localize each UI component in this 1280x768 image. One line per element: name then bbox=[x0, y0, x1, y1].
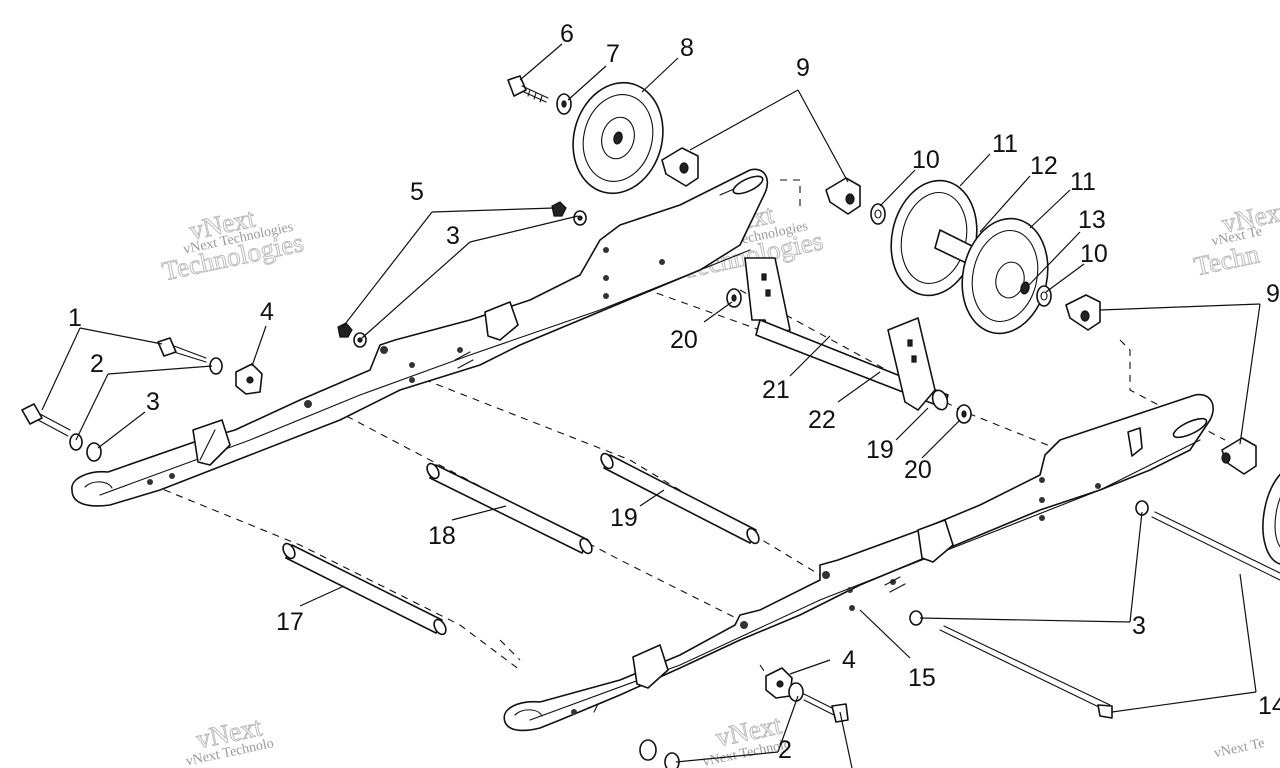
callout-3: 3 bbox=[146, 388, 160, 416]
callout-13: 13 bbox=[1078, 206, 1106, 234]
callout-17: 17 bbox=[276, 608, 304, 636]
spacer-9-right bbox=[1065, 294, 1101, 331]
washer-3-right bbox=[909, 500, 1149, 626]
leader-lines bbox=[41, 43, 1261, 768]
callout-10: 10 bbox=[912, 146, 940, 174]
callout-6: 6 bbox=[560, 20, 574, 48]
cross-shaft-17 bbox=[282, 542, 447, 636]
callout-5: 5 bbox=[410, 178, 424, 206]
washer-10-right bbox=[1036, 285, 1052, 307]
callout-15: 15 bbox=[908, 664, 936, 692]
long-bolt-14 bbox=[939, 511, 1280, 719]
watermark-left-bottom: vNext vNext Technolo bbox=[185, 711, 276, 768]
washer-7 bbox=[556, 93, 572, 115]
callout-8: 8 bbox=[680, 34, 694, 62]
cross-shaft-19 bbox=[600, 452, 760, 545]
callout-3: 3 bbox=[446, 222, 460, 250]
callout-20: 20 bbox=[670, 326, 698, 354]
callout-11: 11 bbox=[992, 130, 1018, 158]
callout-9: 9 bbox=[1266, 280, 1280, 308]
idler-wheel-partial-right bbox=[1262, 464, 1280, 566]
suspension-arm bbox=[744, 257, 949, 411]
bracket-4-left bbox=[235, 363, 263, 395]
bolt-1-top bbox=[157, 337, 223, 375]
washer-10-left bbox=[870, 203, 886, 225]
callout-19: 19 bbox=[866, 436, 894, 464]
cross-shaft-18 bbox=[426, 462, 593, 555]
idler-wheel-11-right bbox=[961, 217, 1049, 335]
callout-11: 11 bbox=[1070, 168, 1096, 196]
nut-5-left bbox=[337, 322, 367, 348]
bolt-1-bottom bbox=[21, 403, 102, 462]
watermark-right-top: vNext Techn vNext Te bbox=[1191, 195, 1280, 282]
left-slide-rail bbox=[71, 168, 769, 507]
callout-22: 22 bbox=[808, 406, 836, 434]
callout-20: 20 bbox=[904, 456, 932, 484]
callout-4: 4 bbox=[260, 298, 274, 326]
watermark-right-bottom: vNext Te bbox=[1213, 736, 1266, 761]
callout-10: 10 bbox=[1080, 240, 1108, 268]
bolt-6 bbox=[507, 75, 549, 103]
callout-19: 19 bbox=[610, 504, 638, 532]
callout-18: 18 bbox=[428, 522, 456, 550]
callout-12: 12 bbox=[1030, 152, 1058, 180]
callout-7: 7 bbox=[606, 40, 620, 68]
bracket-4-bottom bbox=[765, 667, 793, 699]
spacer-9-far-right bbox=[1221, 437, 1257, 475]
callout-14: 14 bbox=[1258, 692, 1280, 720]
right-slide-rail bbox=[503, 393, 1214, 732]
nut-5-top bbox=[551, 201, 587, 226]
watermark-left-top: vNext Technologies vNext Technologies bbox=[159, 202, 307, 287]
callout-2: 2 bbox=[778, 736, 792, 764]
spacer-9-top bbox=[661, 147, 699, 187]
callout-1: 1 bbox=[68, 304, 82, 332]
callout-4: 4 bbox=[842, 646, 856, 674]
callout-9: 9 bbox=[796, 54, 810, 82]
spacer-9-mid bbox=[825, 177, 861, 215]
callout-2: 2 bbox=[90, 350, 104, 378]
callout-labels: 1 2 2 3 3 3 4 4 5 6 7 8 9 9 10 10 11 11 … bbox=[68, 20, 1280, 764]
callout-3: 3 bbox=[1132, 612, 1146, 640]
callout-21: 21 bbox=[762, 376, 790, 404]
watermark-text: vNext Te bbox=[1213, 736, 1266, 761]
idler-wheel-8 bbox=[572, 81, 664, 195]
